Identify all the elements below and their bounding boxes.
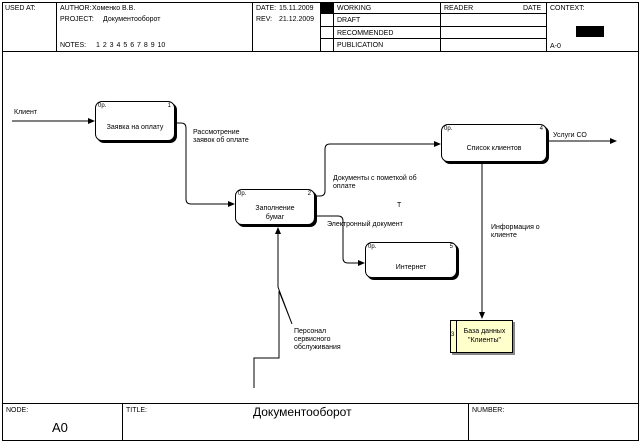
header-divider-2 <box>252 2 253 52</box>
box-number: 1 <box>167 103 171 109</box>
activity-box-2[interactable]: 0р. 2 Заполнение бумаг <box>235 189 315 225</box>
arrow-staff <box>253 227 293 388</box>
frame-border-right <box>638 2 639 441</box>
activity-box-4[interactable]: 0р. 4 Список клиентов <box>441 124 547 162</box>
data-store-clients[interactable]: 3 База данных "Клиенты" <box>450 320 513 353</box>
header-divider-3 <box>320 2 321 52</box>
node-value: A0 <box>52 420 68 435</box>
data-store-id: 3 <box>451 332 455 338</box>
rev-value: 21.12.2009 <box>279 16 315 23</box>
header-divider-6 <box>546 2 547 52</box>
footer-divider-1 <box>122 403 123 441</box>
activity-box-1[interactable]: 0р. 1 Заявка на оплату <box>95 101 175 141</box>
box-op-label: 0р. <box>368 244 377 250</box>
date-column-label: DATE <box>523 5 542 12</box>
label-edoc: Электронный документ <box>327 221 403 228</box>
notes-label: NOTES: <box>60 42 87 49</box>
box-label: Заполнение бумаг <box>255 205 295 221</box>
status-recommended: RECOMMENDED <box>337 30 394 37</box>
project-label: PROJECT: <box>60 16 94 23</box>
label-t: Т <box>397 202 402 209</box>
label-review: Рассмотрение заявок об оплате <box>193 129 249 144</box>
label-info: Информация о клиенте <box>491 224 540 239</box>
reader-label: READER <box>444 5 474 12</box>
status-draft: DRAFT <box>337 17 361 24</box>
status-row-line-3 <box>320 38 546 39</box>
author-value: Хоменко В.В. <box>92 5 136 12</box>
used-at-label: USED AT: <box>5 5 36 12</box>
context-thumbnail <box>576 26 604 37</box>
header-divider-4 <box>333 2 334 52</box>
arrow-edoc <box>316 215 365 266</box>
date-label: DATE: <box>256 5 277 12</box>
box-number: 2 <box>307 191 311 197</box>
label-staff: Персонал сервисного обслуживания <box>294 328 341 351</box>
context-node-ref: A-0 <box>550 43 561 50</box>
date-value: 15.11.2009 <box>279 5 314 12</box>
status-working: WORKING <box>337 5 372 12</box>
box-label: Интернет <box>395 264 427 271</box>
box-op-label: 0р. <box>98 103 107 109</box>
context-label: CONTEXT: <box>550 5 585 12</box>
notes-value: 1 2 3 4 5 6 7 8 9 10 <box>96 42 166 49</box>
title-label: TITLE: <box>126 407 148 414</box>
rev-label: REV: <box>256 16 273 23</box>
frame-border-bottom <box>2 440 639 441</box>
activity-box-5[interactable]: 0р. 5 Интернет <box>365 242 457 278</box>
status-row-line-1 <box>320 13 546 14</box>
label-docs: Документы с пометкой об оплате <box>333 175 417 190</box>
box-number: 4 <box>539 126 543 132</box>
author-label: AUTHOR: <box>60 5 92 12</box>
project-value: Документооборот <box>103 16 161 23</box>
data-store-divider <box>456 321 457 352</box>
header-divider-5 <box>440 2 441 52</box>
status-row-line-2 <box>320 26 546 27</box>
number-label: NUMBER: <box>472 407 505 414</box>
arrow-docs <box>316 141 441 197</box>
working-status-marker <box>321 3 333 13</box>
box-op-label: 0р. <box>238 191 247 197</box>
diagram-title: Документооборот <box>253 405 352 419</box>
status-publication: PUBLICATION <box>337 42 384 49</box>
box-number: 5 <box>449 244 453 250</box>
footer-divider-2 <box>468 403 469 441</box>
box-op-label: 0р. <box>444 126 453 132</box>
arrow-review <box>175 122 235 207</box>
box-label: Список клиентов <box>466 145 522 152</box>
label-client: Клиент <box>14 109 38 116</box>
data-store-label: База данных "Клиенты" <box>463 328 506 344</box>
box-label: Заявка на оплату <box>106 124 164 131</box>
footer-top-line <box>2 403 639 404</box>
header-divider-1 <box>56 2 57 52</box>
node-label: NODE: <box>6 407 29 414</box>
label-services: Услуги СО <box>553 132 587 139</box>
frame-border-left <box>2 2 3 441</box>
